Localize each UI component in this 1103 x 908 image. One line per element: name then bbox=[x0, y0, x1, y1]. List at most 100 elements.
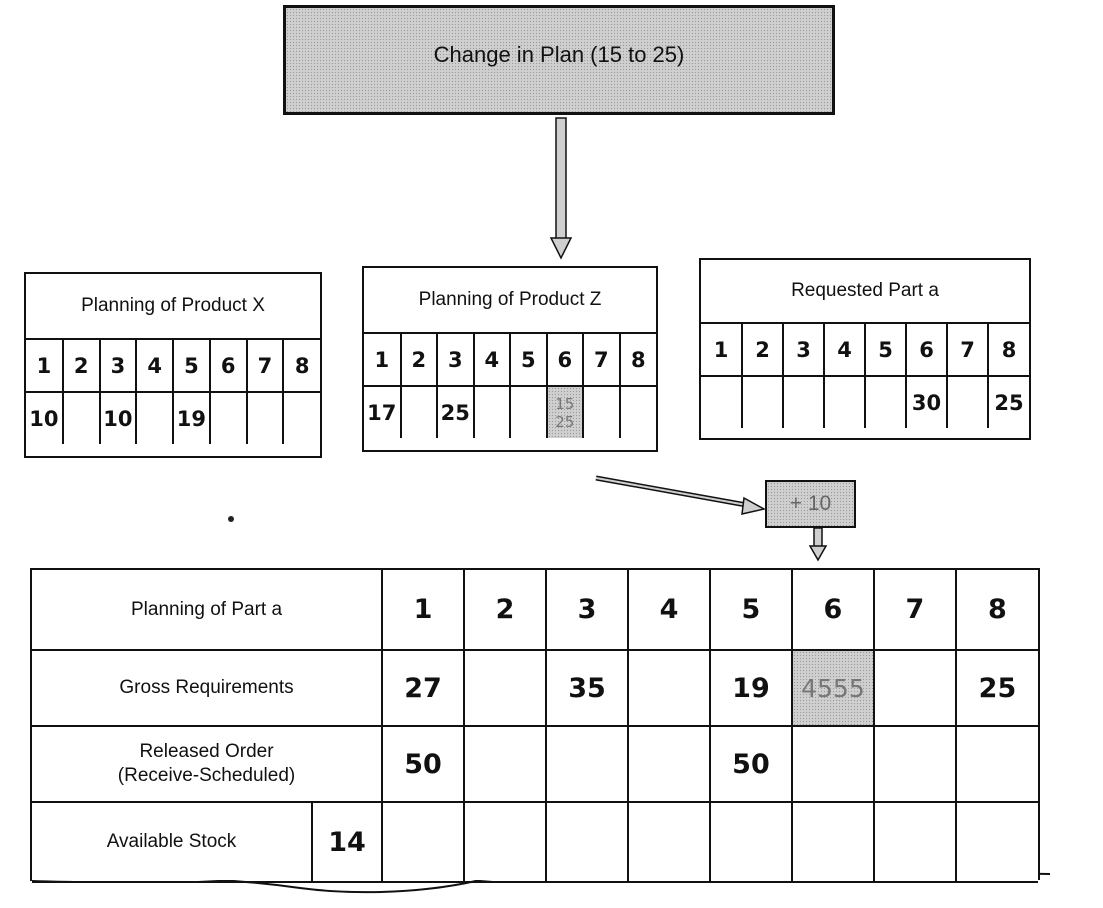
stock-value-cell bbox=[872, 801, 957, 883]
period-cell: 2 bbox=[741, 324, 784, 377]
period-cell: 6 bbox=[545, 334, 584, 387]
period-cell: 2 bbox=[399, 334, 438, 387]
value-cell: 10 bbox=[26, 391, 64, 444]
period-cell: 3 bbox=[544, 570, 629, 651]
value-cell bbox=[509, 385, 548, 438]
available-stock-label: Available Stock bbox=[32, 801, 313, 883]
requested-part-table: Requested Part a 1 2 3 4 5 6 7 8 30 25 bbox=[699, 258, 1031, 440]
gross-value-cell bbox=[872, 649, 957, 727]
stray-dot bbox=[228, 516, 234, 522]
period-cell: 4 bbox=[626, 570, 711, 651]
gross-value-cell bbox=[626, 649, 711, 727]
value-cell: 25 bbox=[987, 375, 1029, 428]
stock-value-cell bbox=[544, 801, 629, 883]
period-cell: 7 bbox=[582, 334, 621, 387]
stock-value-cell bbox=[381, 801, 465, 883]
period-cell: 1 bbox=[381, 570, 465, 651]
value-cell: 25 bbox=[436, 385, 475, 438]
value-cell bbox=[245, 391, 285, 444]
part-a-title: Planning of Part a bbox=[32, 570, 384, 651]
released-value-cell bbox=[872, 725, 957, 803]
released-order-label: Released Order (Receive-Scheduled) bbox=[32, 725, 384, 803]
released-value-cell bbox=[463, 725, 547, 803]
value-cell bbox=[61, 391, 101, 444]
product-x-table: Planning of Product X 1 2 3 4 5 6 7 8 10… bbox=[24, 272, 322, 458]
gross-value-cell: 19 bbox=[708, 649, 793, 727]
period-cell: 8 bbox=[618, 334, 656, 387]
released-value-cell bbox=[790, 725, 875, 803]
period-cell: 5 bbox=[864, 324, 907, 377]
product-z-table: Planning of Product Z 1 2 3 4 5 6 7 8 17… bbox=[362, 266, 658, 452]
period-cell: 7 bbox=[245, 340, 285, 393]
released-value-cell bbox=[626, 725, 711, 803]
value-cell bbox=[208, 391, 248, 444]
period-cell: 5 bbox=[172, 340, 211, 393]
stock-value-cell bbox=[626, 801, 711, 883]
released-value-cell bbox=[954, 725, 1038, 803]
value-cell bbox=[282, 391, 320, 444]
period-cell: 8 bbox=[954, 570, 1038, 651]
value-cell: 30 bbox=[905, 375, 948, 428]
plan-change-text: Change in Plan (15 to 25) bbox=[433, 42, 685, 67]
delta-down-arrow bbox=[808, 527, 828, 562]
period-cell: 1 bbox=[364, 334, 402, 387]
period-cell: 3 bbox=[436, 334, 475, 387]
gross-value-cell: 27 bbox=[381, 649, 465, 727]
released-value-cell: 50 bbox=[708, 725, 793, 803]
period-cell: 2 bbox=[463, 570, 547, 651]
delta-text: + 10 bbox=[789, 492, 832, 515]
period-cell: 8 bbox=[987, 324, 1029, 377]
released-value-cell bbox=[544, 725, 629, 803]
stock-value-cell bbox=[954, 801, 1038, 883]
released-value-cell: 50 bbox=[381, 725, 465, 803]
requested-part-title: Requested Part a bbox=[701, 260, 1029, 324]
value-cell bbox=[741, 375, 784, 428]
plan-change-box: Change in Plan (15 to 25) bbox=[283, 5, 835, 115]
initial-stock-cell: 14 bbox=[310, 801, 384, 883]
period-cell: 6 bbox=[208, 340, 248, 393]
period-cell: 4 bbox=[823, 324, 866, 377]
period-cell: 6 bbox=[905, 324, 948, 377]
changed-value-cell: 15 25 bbox=[545, 385, 584, 438]
value-cell bbox=[618, 385, 656, 438]
period-cell: 1 bbox=[26, 340, 64, 393]
period-cell: 4 bbox=[472, 334, 511, 387]
value-cell bbox=[701, 375, 743, 428]
value-cell bbox=[135, 391, 174, 444]
changed-gross-value-cell: 4555 bbox=[790, 649, 875, 727]
plan-change-arrow bbox=[549, 117, 573, 260]
value-cell bbox=[946, 375, 989, 428]
value-cell bbox=[864, 375, 907, 428]
period-cell: 8 bbox=[282, 340, 320, 393]
part-a-table: Planning of Part a 1 2 3 4 5 6 7 8 Gross… bbox=[30, 568, 1040, 883]
stock-value-cell bbox=[463, 801, 547, 883]
period-cell: 5 bbox=[708, 570, 793, 651]
gross-value-cell: 25 bbox=[954, 649, 1038, 727]
period-cell: 5 bbox=[509, 334, 548, 387]
period-cell: 4 bbox=[135, 340, 174, 393]
demand-arrow bbox=[595, 475, 767, 515]
value-cell bbox=[472, 385, 511, 438]
value-cell bbox=[782, 375, 825, 428]
period-cell: 6 bbox=[790, 570, 875, 651]
period-cell: 2 bbox=[61, 340, 101, 393]
gross-value-cell bbox=[463, 649, 547, 727]
gross-value-cell: 35 bbox=[544, 649, 629, 727]
gross-requirements-label: Gross Requirements bbox=[32, 649, 384, 727]
delta-box: + 10 bbox=[765, 480, 856, 528]
product-z-title: Planning of Product Z bbox=[364, 268, 656, 334]
period-cell: 3 bbox=[782, 324, 825, 377]
period-cell: 7 bbox=[872, 570, 957, 651]
value-cell: 19 bbox=[172, 391, 211, 444]
stock-value-cell bbox=[708, 801, 793, 883]
period-cell: 3 bbox=[98, 340, 138, 393]
stock-value-cell bbox=[790, 801, 875, 883]
period-cell: 1 bbox=[701, 324, 743, 377]
value-cell: 17 bbox=[364, 385, 402, 438]
value-cell bbox=[823, 375, 866, 428]
value-cell bbox=[399, 385, 438, 438]
product-x-title: Planning of Product X bbox=[26, 274, 320, 340]
value-cell: 10 bbox=[98, 391, 138, 444]
period-cell: 7 bbox=[946, 324, 989, 377]
value-cell bbox=[582, 385, 621, 438]
